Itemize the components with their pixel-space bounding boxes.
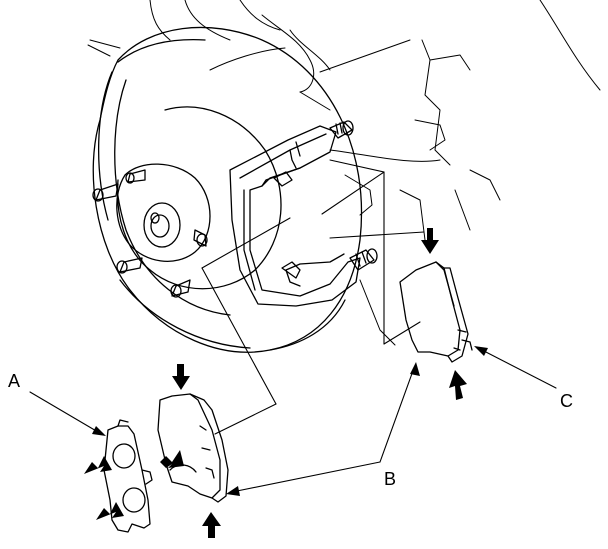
suspension-background xyxy=(88,0,600,345)
callout-pointers xyxy=(30,350,556,492)
pointer-c xyxy=(482,350,556,388)
inner-brake-pad xyxy=(400,262,472,362)
down-arrow-icon xyxy=(421,228,439,254)
right-arrow-icon xyxy=(160,450,184,468)
hub-with-wheel-studs xyxy=(93,164,210,297)
pointer-b-to-outer-pad xyxy=(232,462,380,492)
reference-lines xyxy=(202,160,424,434)
wheel-stud xyxy=(93,184,118,201)
up-arrow-icon xyxy=(202,512,221,538)
right-arrow-icon xyxy=(84,456,112,474)
down-arrow-icon xyxy=(172,364,190,390)
callout-b: B xyxy=(384,469,397,489)
brake-disc xyxy=(93,27,361,352)
wheel-stud xyxy=(194,230,207,246)
pointer-b-to-inner-pad xyxy=(380,368,414,462)
direction-arrows xyxy=(84,228,467,538)
wheel-stud xyxy=(117,258,142,273)
callout-c: C xyxy=(560,391,573,411)
pointer-a xyxy=(30,392,98,432)
wheel-stud xyxy=(126,170,145,183)
pad-shim xyxy=(104,420,152,532)
callout-arrowheads xyxy=(92,346,488,496)
slide-pins xyxy=(330,121,377,270)
pad-retainer xyxy=(274,172,300,278)
right-arrow-icon xyxy=(96,502,124,520)
callout-a: A xyxy=(8,371,21,391)
wheel-stud xyxy=(171,280,190,297)
caliper-bracket xyxy=(230,126,360,306)
outer-brake-pad xyxy=(158,394,228,502)
up-arrow-icon xyxy=(449,370,467,400)
